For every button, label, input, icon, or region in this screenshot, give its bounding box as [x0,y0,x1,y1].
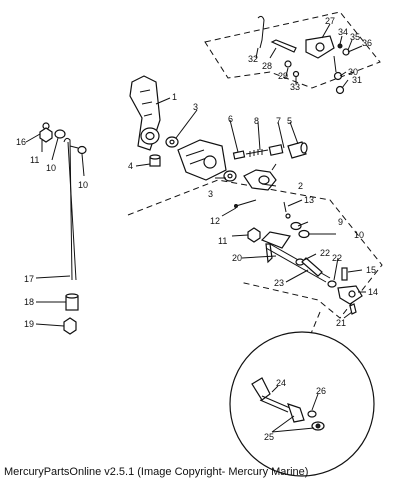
callout-7: 7 [276,116,281,126]
callout-8: 8 [254,116,259,126]
callout-15: 15 [366,265,376,275]
callout-31: 31 [352,75,362,85]
callout-5: 5 [287,116,292,126]
callout-3-upper: 3 [193,102,198,112]
callout-11-left: 11 [30,155,39,165]
callout-24: 24 [276,378,286,388]
bracket-14 [337,285,363,305]
nut-11-right [247,227,261,243]
bushing-22b [327,280,337,288]
callout-30: 30 [348,67,358,77]
callout-34: 34 [338,27,348,37]
screw-4 [149,154,161,167]
callout-10-left-b: 10 [78,180,88,190]
callout-21: 21 [336,318,346,328]
pin-23 [301,257,323,277]
callout-16: 16 [16,137,26,147]
callout-32: 32 [248,54,258,64]
callout-2: 2 [298,181,303,191]
callout-6: 6 [228,114,233,124]
callout-26: 26 [316,386,326,396]
leader-lines [25,23,366,433]
washer-9 [290,221,302,231]
throttle-cam-body [177,139,227,181]
callout-36: 36 [362,38,372,48]
callout-29: 29 [278,71,288,81]
pin-13 [283,201,287,213]
callout-28: 28 [262,61,272,71]
callout-35: 35 [350,32,360,42]
callout-1: 1 [172,92,177,102]
callout-12: 12 [210,216,220,226]
image-caption: MercuryPartsOnline v2.5.1 (Image Copyrig… [4,466,309,478]
screw-21 [349,303,357,315]
callout-19: 19 [24,319,34,329]
callout-4: 4 [128,161,133,171]
link-rod-assembly [232,141,308,160]
throttle-lever [129,75,161,151]
callout-labels: 1 2 3 3 4 5 6 7 8 9 10 10 10 11 11 12 13… [16,16,378,442]
lever-2 [243,163,277,191]
callout-17: 17 [24,274,34,284]
left-rod-assembly [39,122,87,335]
washer-10-right [298,229,310,239]
callout-20: 20 [232,253,242,263]
screw-15 [341,267,348,281]
main-dashed-outline [127,179,383,319]
callout-33: 33 [290,82,300,92]
callout-13: 13 [304,195,314,205]
callout-9: 9 [338,217,343,227]
upper-dashed-outline [204,11,381,89]
callout-10-left-a: 10 [46,163,56,173]
callout-18: 18 [24,297,34,307]
detail-inset [229,331,375,477]
callout-10-right: 10 [354,230,364,240]
callout-27: 27 [325,16,335,26]
pin-12 [235,199,257,207]
callout-25: 25 [264,432,274,442]
callout-11-right: 11 [218,236,227,246]
callout-22-b: 22 [332,253,342,263]
callout-14: 14 [368,287,378,297]
callout-23: 23 [274,278,284,288]
callout-22-a: 22 [320,248,330,258]
callout-3-lower: 3 [208,189,213,199]
